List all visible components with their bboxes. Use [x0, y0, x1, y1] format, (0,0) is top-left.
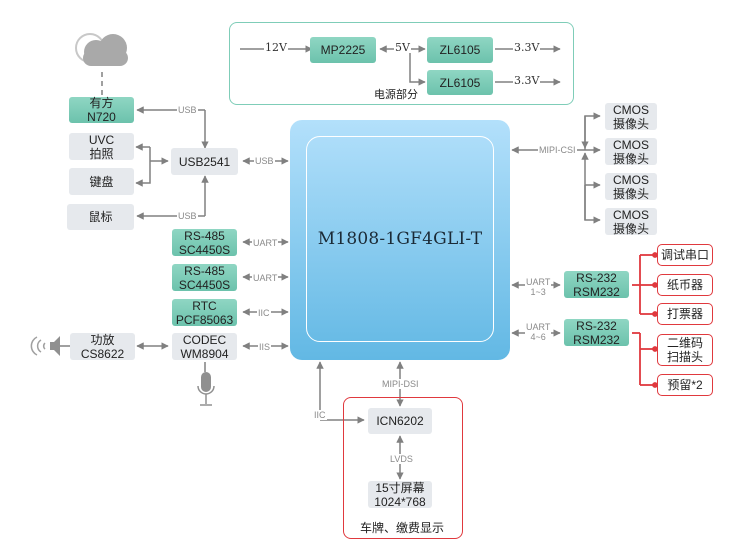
- mipi-csi-label: MIPI-CSI: [538, 145, 577, 155]
- cpu-inner-frame: M1808-1GF4GLI-T: [306, 136, 494, 342]
- debug-serial-label: 调试串口: [660, 248, 709, 262]
- reserved-ports[interactable]: 预留*2: [657, 374, 713, 396]
- icn6202-label: ICN6202: [376, 414, 424, 428]
- iic-bottom-label: IIC: [313, 410, 327, 420]
- zl6105-block-2[interactable]: ZL6105: [427, 70, 493, 95]
- uart-a-line2: 1~3: [530, 287, 546, 297]
- rs232-2-line2: RSM232: [573, 332, 620, 347]
- screen-line1: 15寸屏幕: [375, 480, 425, 495]
- power-section-title: 电源部分: [374, 89, 418, 101]
- usb-label-top: USB: [177, 105, 198, 115]
- n720-line2: N720: [87, 110, 116, 124]
- rtc-line2: PCF85063: [175, 312, 234, 327]
- iis-label: IIS: [258, 342, 272, 352]
- label-3v3-2: 3.3V: [513, 74, 541, 87]
- cpu-block[interactable]: M1808-1GF4GLI-T: [290, 120, 510, 360]
- amp-line1: 功放: [90, 332, 115, 347]
- mipi-dsi-label: MIPI-DSI: [381, 379, 420, 389]
- mp2225-label: MP2225: [320, 43, 366, 57]
- uart-a-line1: UART: [526, 277, 551, 287]
- rtc-line1: RTC: [192, 298, 217, 313]
- uvc-line2: 拍照: [89, 146, 114, 161]
- label-12v: 12V: [264, 41, 288, 54]
- uart-4-6-label: UART 4~6: [525, 322, 552, 342]
- cmos-3-line2: 摄像头: [612, 186, 649, 201]
- power-section-frame: [229, 22, 574, 105]
- amp-line2: CS8622: [80, 346, 125, 361]
- qr-scanner-line2: 扫描头: [666, 350, 703, 364]
- cpu-name: M1808-1GF4GLI-T: [317, 229, 483, 249]
- codec-line1: CODEC: [182, 332, 227, 347]
- lvds-label: LVDS: [389, 454, 414, 464]
- mouse-label: 鼠标: [88, 210, 113, 224]
- cmos-1-line2: 摄像头: [612, 116, 649, 131]
- zl6105-label-1: ZL6105: [439, 43, 481, 57]
- icn6202-bridge[interactable]: ICN6202: [368, 408, 432, 434]
- reserved-label: 预留*2: [667, 378, 703, 392]
- microphone-icon: [197, 372, 215, 406]
- usb-hub-block[interactable]: USB2541: [171, 148, 238, 175]
- mouse-block[interactable]: 鼠标: [67, 204, 134, 230]
- qr-scanner-line1: 二维码: [666, 336, 703, 350]
- rs485-2-line1: RS-485: [184, 263, 225, 278]
- ticket-printer-label: 打票器: [666, 307, 703, 321]
- qr-scanner[interactable]: 二维码扫描头: [657, 334, 713, 366]
- uart-b-line1: UART: [526, 322, 551, 332]
- rs232-2-line1: RS-232: [576, 318, 617, 333]
- uart-label-2: UART: [252, 273, 279, 283]
- rs232-1-line1: RS-232: [576, 270, 617, 285]
- label-3v3-1: 3.3V: [513, 41, 541, 54]
- uart-1-3-label: UART 1~3: [525, 277, 552, 297]
- keyboard-block[interactable]: 键盘: [69, 168, 134, 195]
- n720-line1: 有方: [89, 96, 114, 110]
- bill-acceptor-label: 纸币器: [666, 278, 703, 292]
- cmos-4-line1: CMOS: [613, 207, 649, 222]
- rs485-1-line1: RS-485: [184, 228, 225, 243]
- uvc-line1: UVC: [88, 132, 115, 147]
- debug-serial-port[interactable]: 调试串口: [657, 244, 713, 266]
- usb-hub-label: USB2541: [178, 154, 231, 169]
- display-section-frame: [343, 397, 463, 539]
- zl6105-label-2: ZL6105: [439, 75, 481, 90]
- zl6105-block-1[interactable]: ZL6105: [427, 37, 493, 63]
- cmos-1-line1: CMOS: [613, 102, 649, 117]
- rs485-2-line2: SC4450S: [178, 277, 231, 292]
- keyboard-label: 键盘: [89, 174, 114, 189]
- screen-line2: 1024*768: [374, 494, 426, 509]
- ticket-printer[interactable]: 打票器: [657, 303, 713, 325]
- speaker-icon: [30, 336, 60, 356]
- uart-b-line2: 4~6: [530, 332, 546, 342]
- cmos-4-line2: 摄像头: [612, 221, 649, 236]
- cmos-2-line1: CMOS: [613, 137, 649, 152]
- cmos-3-line1: CMOS: [613, 172, 649, 187]
- rs485-1-line2: SC4450S: [178, 242, 231, 257]
- bill-acceptor[interactable]: 纸币器: [657, 274, 713, 296]
- iic-label: IIC: [257, 308, 271, 318]
- usb-label-bottom: USB: [177, 211, 198, 221]
- label-5v: 5V: [394, 41, 411, 54]
- cloud-icon: [75, 33, 128, 66]
- usb-label-cpu: USB: [254, 156, 275, 166]
- uart-label-1: UART: [252, 238, 279, 248]
- mp2225-block[interactable]: MP2225: [310, 37, 376, 63]
- codec-line2: WM8904: [180, 346, 229, 361]
- display-section-caption: 车牌、缴费显示: [360, 521, 445, 535]
- cmos-2-line2: 摄像头: [612, 151, 649, 166]
- rs232-1-line2: RSM232: [573, 284, 620, 299]
